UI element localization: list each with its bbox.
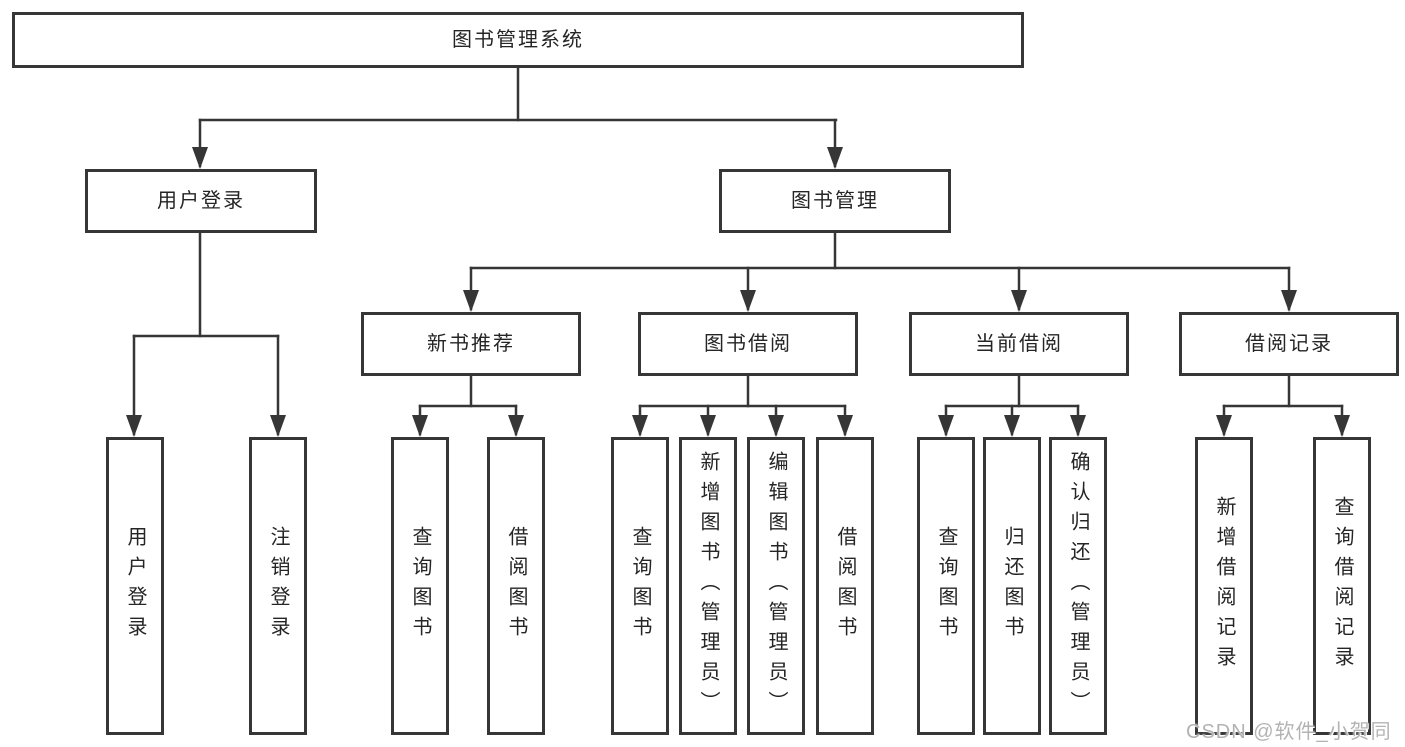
node-book-borrow: 图书借阅 <box>638 312 858 376</box>
node-borrow-record: 借阅记录 <box>1179 312 1399 376</box>
node-current-borrow: 当前借阅 <box>909 312 1129 376</box>
leaf-current-confirm-admin: 确认归还（管理员） <box>1049 437 1107 735</box>
leaf-record-add: 新增借阅记录 <box>1195 437 1253 735</box>
leaf-borrow-query: 查询图书 <box>611 437 669 735</box>
leaf-newbook-query: 查询图书 <box>391 437 449 735</box>
leaf-user-login: 用户登录 <box>106 437 164 735</box>
leaf-newbook-borrow: 借阅图书 <box>487 437 545 735</box>
leaf-borrow-edit-admin: 编辑图书（管理员） <box>747 437 805 735</box>
node-new-book-recommend: 新书推荐 <box>361 312 581 376</box>
leaf-borrow-borrow: 借阅图书 <box>816 437 874 735</box>
leaf-record-query: 查询借阅记录 <box>1313 437 1371 735</box>
node-user-login: 用户登录 <box>85 169 317 233</box>
node-root-system: 图书管理系统 <box>12 12 1024 68</box>
leaf-borrow-add-admin: 新增图书（管理员） <box>679 437 737 735</box>
leaf-logout: 注销登录 <box>249 437 307 735</box>
leaf-current-return: 归还图书 <box>983 437 1041 735</box>
leaf-current-query: 查询图书 <box>917 437 975 735</box>
csdn-watermark: CSDN @软件_小贺同学 <box>1186 721 1392 743</box>
node-book-management: 图书管理 <box>719 169 951 233</box>
